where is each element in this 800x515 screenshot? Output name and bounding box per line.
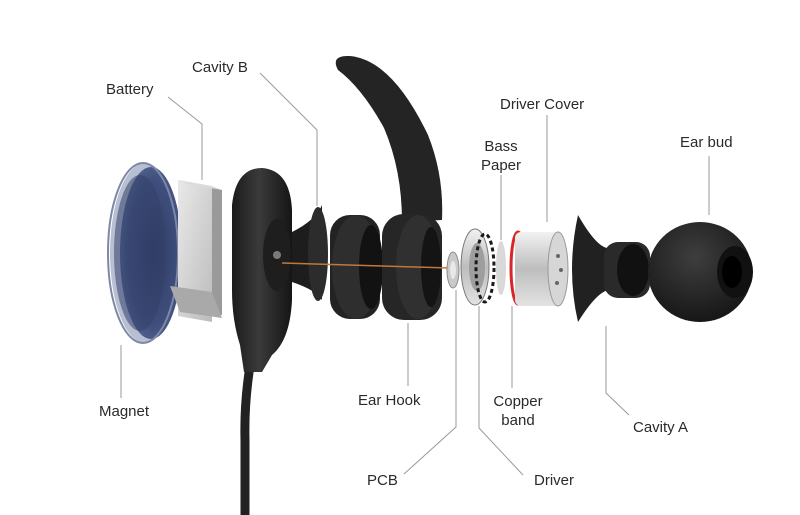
label-copper-band-line1: Copper	[493, 393, 543, 410]
label-driver-cover: Driver Cover	[500, 96, 585, 113]
leader-cavity-a	[605, 326, 630, 416]
driver-cover-part	[515, 231, 569, 307]
label-copper-band-line2: band	[501, 412, 535, 429]
label-cavity-a: Cavity A	[633, 419, 689, 436]
label-cavity-b: Cavity B	[192, 59, 248, 76]
label-magnet: Magnet	[99, 403, 150, 420]
label-ear-hook: Ear Hook	[358, 392, 421, 409]
internal-wire	[281, 262, 451, 269]
main-housing	[232, 168, 292, 372]
label-bass-paper-line1: Bass	[484, 138, 518, 155]
ear-bud-part	[648, 222, 753, 322]
label-driver: Driver	[534, 472, 574, 489]
magnet-part	[107, 162, 182, 344]
label-pcb: PCB	[367, 472, 398, 489]
inner-cavity-part	[330, 215, 383, 319]
label-battery: Battery	[106, 81, 154, 98]
cavity-b-part	[292, 205, 328, 301]
leader-battery	[167, 96, 203, 180]
label-copper-band: Copper band	[493, 392, 542, 430]
leader-cavity-b	[259, 72, 318, 206]
battery-part	[170, 180, 222, 322]
cable	[240, 359, 256, 515]
label-bass-paper-line2: Paper	[480, 157, 522, 174]
cavity-a-part	[572, 215, 650, 322]
pcb-part	[446, 251, 460, 289]
label-ear-bud: Ear bud	[680, 134, 733, 151]
bass-paper-part	[496, 241, 506, 295]
leader-driver	[478, 306, 524, 476]
label-bass-paper: Bass Paper	[481, 137, 521, 175]
leader-pcb	[403, 290, 457, 475]
driver-part	[460, 228, 496, 306]
